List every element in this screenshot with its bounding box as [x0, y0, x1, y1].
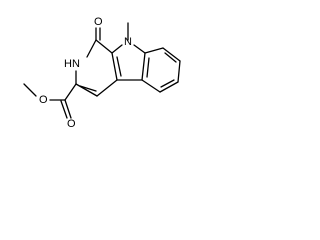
indole-nitrogen-label: N	[124, 36, 132, 48]
carbonyl-oxygen-label: O	[94, 16, 103, 28]
bond-c7-c6	[177, 60, 181, 83]
ester-oxygen-label: O	[39, 94, 48, 106]
bond-c8a-c8	[144, 47, 164, 54]
bond-c3-c4-inner	[79, 85, 97, 92]
pyridone-nh-label: HN	[64, 58, 80, 70]
bond-c4a-c9a-inner	[116, 56, 122, 77]
atom-labels: O HN N O O	[39, 16, 132, 130]
bond-c6-c5	[159, 81, 179, 93]
chemical-structure: O HN N O O	[23, 16, 181, 130]
bond-c3-ccarbonyl	[64, 83, 77, 101]
bond-c9a-n9	[111, 44, 123, 54]
bond-c6-c5-inner	[160, 79, 175, 88]
bond-c4b-c8a	[141, 52, 146, 81]
bonds	[23, 22, 181, 119]
bond-c9a-c1	[95, 39, 113, 54]
bond-c4-c4a	[96, 79, 118, 97]
bond-n9-c8a	[133, 44, 146, 54]
ester-carbonyl-oxygen-label: O	[67, 118, 76, 130]
bond-ester-c-o-double-second	[60, 100, 68, 119]
bond-c4a-c9a	[111, 52, 118, 81]
bond-c5-c4b	[141, 79, 161, 93]
bond-ester-c-o-double	[64, 99, 72, 119]
bond-c8-c7-inner	[164, 52, 177, 63]
bond-c1-n2	[86, 39, 97, 58]
bond-c8-c7	[162, 47, 181, 62]
bond-o-methyl	[23, 83, 37, 97]
bond-c4b-c8a-inner	[146, 57, 150, 78]
